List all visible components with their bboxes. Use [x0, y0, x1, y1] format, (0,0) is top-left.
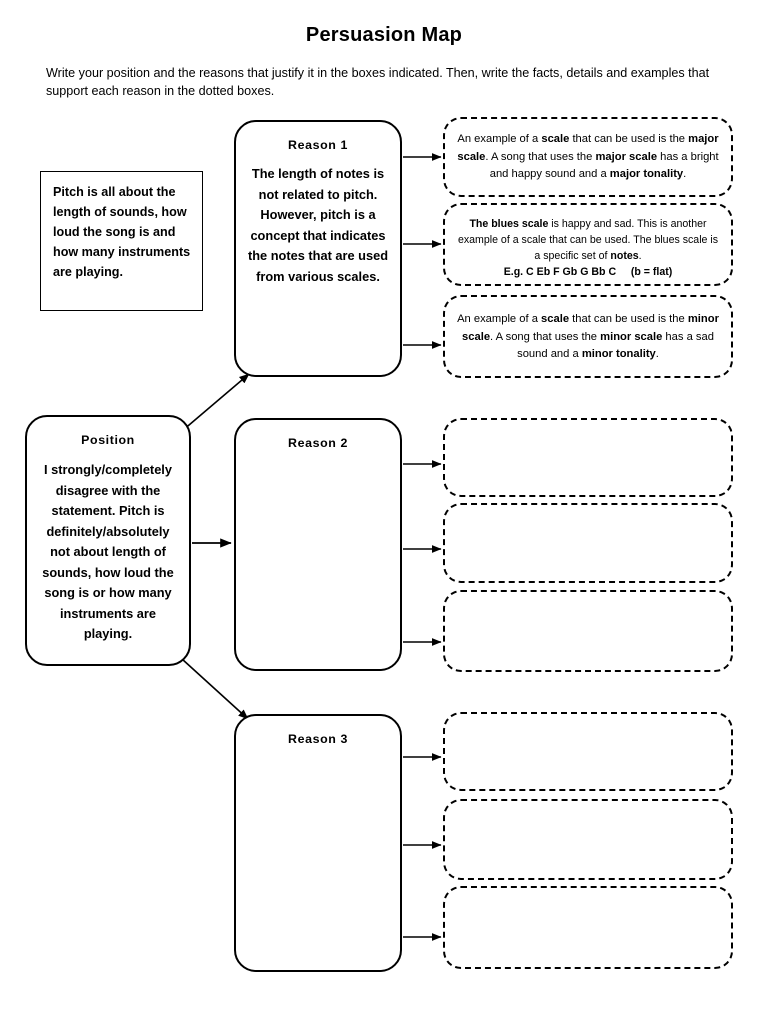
evidence-box-1-3[interactable]: An example of a scale that can be used i…	[443, 295, 733, 378]
statement-text: Pitch is all about the length of sounds,…	[53, 185, 191, 279]
position-box[interactable]: Position I strongly/completely disagree …	[25, 415, 191, 666]
evidence-text-1-2: The blues scale is happy and sad. This i…	[457, 218, 719, 278]
statement-box[interactable]: Pitch is all about the length of sounds,…	[40, 171, 203, 311]
reason-1-text: The length of notes is not related to pi…	[247, 166, 389, 284]
evidence-box-1-2[interactable]: The blues scale is happy and sad. This i…	[443, 203, 733, 286]
page-title: Persuasion Map	[305, 24, 463, 46]
evidence-box-1-1[interactable]: An example of a scale that can be used i…	[443, 117, 733, 197]
reason-2-box[interactable]: Reason 2	[234, 418, 402, 671]
evidence-text-1-3: An example of a scale that can be used i…	[457, 313, 719, 360]
instructions-text: Write your position and the reasons that…	[46, 66, 710, 98]
evidence-box-2-3[interactable]	[443, 590, 733, 672]
arrow-position-to-reason3	[181, 658, 249, 720]
position-text: I strongly/completely disagree with the …	[42, 462, 174, 641]
evidence-box-3-2[interactable]	[443, 799, 733, 880]
reason-1-box[interactable]: Reason 1 The length of notes is not rela…	[234, 120, 402, 377]
evidence-text-1-1: An example of a scale that can be used i…	[457, 133, 719, 180]
reason-2-title: Reason 2	[288, 436, 348, 450]
evidence-box-2-2[interactable]	[443, 503, 733, 583]
evidence-box-2-1[interactable]	[443, 418, 733, 497]
evidence-box-3-1[interactable]	[443, 712, 733, 791]
position-title: Position	[81, 433, 135, 447]
reason-1-title: Reason 1	[288, 138, 348, 152]
reason-3-box[interactable]: Reason 3	[234, 714, 402, 972]
arrow-position-to-reason1	[181, 373, 250, 432]
evidence-box-3-3[interactable]	[443, 886, 733, 969]
reason-3-title: Reason 3	[288, 732, 348, 746]
